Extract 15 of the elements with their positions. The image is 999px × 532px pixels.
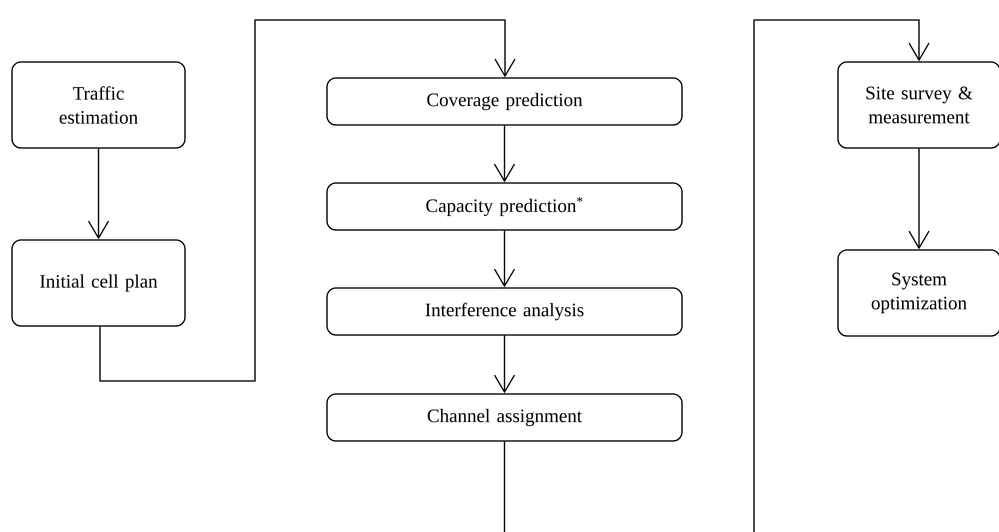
arrow	[494, 230, 516, 288]
arrow	[99, 19, 516, 382]
process-box: Channel assignment	[326, 393, 683, 442]
process-box: Interference analysis	[326, 287, 683, 336]
process-box: Site survey & measurement	[837, 61, 999, 149]
arrow	[88, 148, 110, 240]
process-box: Traffic estimation	[11, 61, 186, 149]
process-box: Initial cell plan	[11, 239, 186, 327]
process-box: Coverage prediction	[326, 77, 683, 126]
arrow	[753, 19, 930, 532]
arrow	[494, 126, 516, 182]
process-box: Capacity prediction$^{*}$	[326, 182, 683, 231]
arrow	[908, 148, 930, 250]
process-box: System optimization	[837, 249, 999, 337]
arrow	[494, 336, 516, 394]
